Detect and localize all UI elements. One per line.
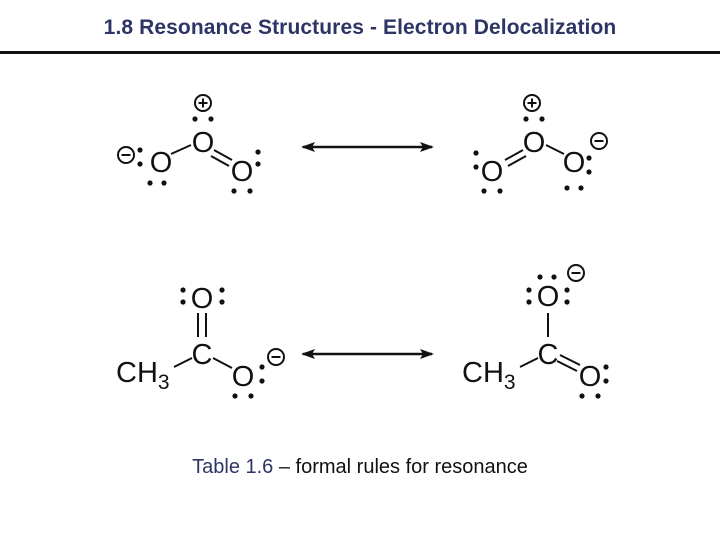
lone-pair-dots — [137, 116, 261, 194]
acetate-right-methyl-bond — [519, 357, 539, 368]
ozone-right-double-oxygen: O — [481, 156, 504, 188]
ozone-left-structure: O O O + − — [117, 94, 261, 194]
caption-text: – formal rules for resonance — [273, 456, 528, 478]
lone-pair-dots — [180, 287, 265, 399]
caption-table-ref[interactable]: Table 1.6 — [192, 456, 274, 478]
ozone-right-double-bond — [504, 149, 527, 167]
acetate-left-bottom-oxygen: O — [232, 361, 255, 393]
ozone-left-center-oxygen: O — [192, 127, 215, 159]
ozone-left-double-oxygen: O — [231, 156, 254, 188]
acetate-right-methyl: CH3 — [462, 357, 516, 394]
figure-caption: Table 1.6 – formal rules for resonance — [0, 456, 720, 479]
acetate-left-methyl-bond — [173, 357, 193, 368]
minus-charge-icon — [590, 132, 608, 150]
acetate-right-bottom-oxygen: O — [579, 361, 602, 393]
acetate-left-structure: O C CH3 O − — [116, 283, 285, 399]
ozone-right-center-oxygen: O — [523, 127, 546, 159]
ozone-right-structure: O O O + − — [473, 94, 608, 194]
plus-charge-icon — [194, 94, 212, 112]
ozone-left-double-bond — [210, 149, 233, 167]
acetate-left-double-bond — [197, 313, 207, 337]
acetate-left-methyl: CH3 — [116, 357, 170, 394]
acetate-left-single-bond — [212, 357, 233, 369]
acetate-left-carbon: C — [192, 339, 213, 371]
ozone-left-single-oxygen: O — [150, 147, 173, 179]
ozone-left-single-bond — [170, 144, 192, 155]
acetate-right-double-bond — [556, 354, 581, 372]
acetate-right-structure: O C CH3 O − — [462, 264, 609, 399]
minus-charge-icon — [117, 146, 135, 164]
slide-title: 1.8 Resonance Structures - Electron Delo… — [103, 16, 617, 39]
ozone-right-single-bond — [545, 144, 565, 155]
lone-pair-dots — [473, 116, 592, 194]
plus-charge-icon — [523, 94, 541, 112]
title-divider — [0, 51, 720, 54]
acetate-right-top-oxygen: O — [537, 281, 560, 313]
acetate-left-top-oxygen: O — [191, 283, 214, 315]
ozone-right-single-oxygen: O — [563, 147, 586, 179]
lone-pair-dots — [526, 274, 609, 399]
acetate-right-carbon: C — [538, 339, 559, 371]
minus-charge-icon — [567, 264, 585, 282]
minus-charge-icon — [267, 348, 285, 366]
